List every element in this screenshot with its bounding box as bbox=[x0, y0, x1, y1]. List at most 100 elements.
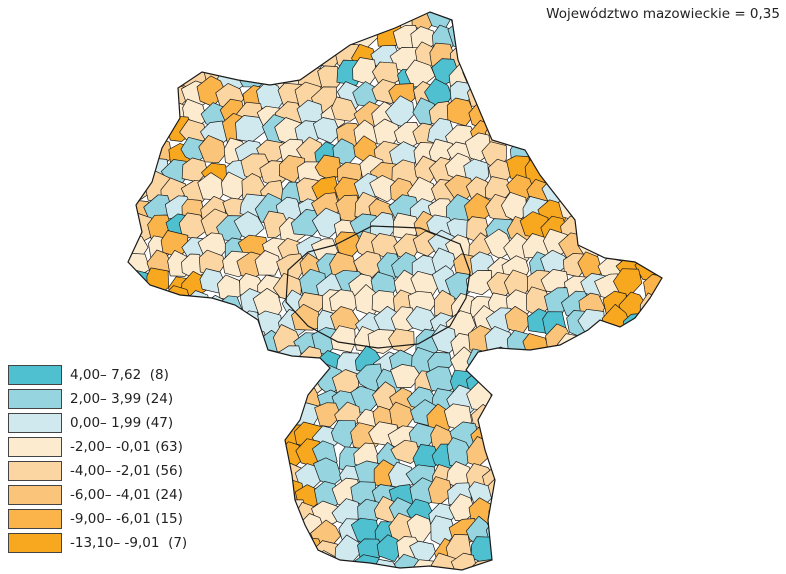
gmina-region bbox=[370, 0, 395, 10]
gmina-region bbox=[584, 461, 610, 487]
gmina-region bbox=[583, 537, 612, 567]
gmina-region bbox=[254, 250, 281, 276]
gmina-region bbox=[200, 426, 226, 453]
gmina-region bbox=[623, 121, 648, 149]
gmina-region bbox=[279, 520, 307, 548]
legend-swatch bbox=[8, 413, 62, 433]
gmina-region bbox=[128, 286, 139, 315]
gmina-region bbox=[142, 0, 169, 11]
gmina-region bbox=[203, 480, 230, 509]
gmina-region bbox=[633, 478, 662, 507]
gmina-region bbox=[272, 20, 305, 48]
gmina-region bbox=[595, 64, 623, 92]
gmina-region bbox=[547, 345, 577, 373]
gmina-region bbox=[621, 538, 649, 566]
gmina-region bbox=[198, 135, 227, 164]
gmina-region bbox=[220, 12, 248, 14]
gmina-region bbox=[486, 372, 517, 398]
legend-item: -2,00– -0,01 (63) bbox=[8, 435, 187, 459]
gmina-region bbox=[234, 464, 263, 490]
gmina-region bbox=[463, 47, 492, 74]
gmina-region bbox=[621, 402, 651, 431]
legend-item: 4,00– 7,62 (8) bbox=[8, 363, 187, 387]
gmina-region bbox=[544, 496, 572, 524]
gmina-region bbox=[636, 194, 662, 219]
gmina-region bbox=[128, 99, 152, 127]
gmina-region bbox=[597, 143, 627, 169]
gmina-region bbox=[543, 65, 572, 93]
gmina-region bbox=[503, 12, 532, 28]
gmina-region bbox=[639, 558, 662, 570]
gmina-region bbox=[500, 404, 532, 431]
gmina-region bbox=[657, 460, 662, 489]
gmina-region bbox=[616, 156, 646, 189]
gmina-region bbox=[564, 141, 591, 170]
gmina-region bbox=[578, 80, 608, 109]
gmina-region bbox=[638, 419, 662, 450]
gmina-region bbox=[545, 104, 572, 132]
gmina-region bbox=[260, 459, 287, 488]
gmina-region bbox=[507, 27, 534, 56]
gmina-region bbox=[463, 23, 494, 53]
gmina-region bbox=[160, 24, 186, 49]
gmina-region bbox=[260, 12, 286, 19]
gmina-region bbox=[579, 348, 609, 377]
gmina-region bbox=[186, 519, 211, 549]
gmina-region bbox=[584, 38, 610, 71]
gmina-region bbox=[524, 61, 553, 89]
gmina-region bbox=[657, 387, 662, 417]
gmina-region bbox=[583, 365, 611, 393]
gmina-region bbox=[564, 20, 594, 48]
gmina-region bbox=[220, 364, 251, 393]
gmina-region bbox=[622, 325, 648, 357]
gmina-region bbox=[241, 517, 268, 548]
gmina-region bbox=[241, 388, 269, 414]
gmina-region bbox=[128, 555, 153, 570]
gmina-region bbox=[491, 0, 516, 11]
gmina-region bbox=[178, 330, 209, 357]
gmina-region bbox=[559, 120, 591, 149]
gmina-region bbox=[504, 500, 533, 527]
gmina-region bbox=[633, 26, 662, 55]
gmina-region bbox=[658, 557, 662, 570]
legend-swatch bbox=[8, 365, 62, 385]
gmina-region bbox=[566, 533, 592, 564]
gmina-region bbox=[620, 422, 645, 449]
gmina-region bbox=[584, 517, 613, 544]
gmina-region bbox=[147, 307, 175, 334]
legend-swatch bbox=[8, 461, 62, 481]
gmina-region bbox=[640, 180, 662, 207]
gmina-region bbox=[128, 162, 152, 187]
gmina-region bbox=[128, 12, 132, 17]
gmina-region bbox=[128, 291, 152, 315]
gmina-region bbox=[313, 12, 343, 17]
legend-swatch bbox=[8, 485, 62, 505]
gmina-region bbox=[658, 310, 662, 338]
legend-label: 4,00– 7,62 (8) bbox=[70, 367, 169, 383]
gmina-region bbox=[162, 12, 189, 34]
gmina-region bbox=[623, 77, 651, 108]
gmina-region bbox=[560, 515, 587, 544]
gmina-region bbox=[583, 387, 612, 413]
gmina-region bbox=[290, 209, 323, 237]
gmina-region bbox=[655, 60, 662, 89]
gmina-region bbox=[655, 41, 662, 69]
gmina-region bbox=[128, 115, 155, 145]
gmina-region bbox=[541, 404, 572, 436]
gmina-region bbox=[562, 421, 591, 449]
gmina-region bbox=[632, 455, 662, 487]
gmina-region bbox=[451, 12, 478, 16]
gmina-region bbox=[539, 424, 569, 452]
gmina-region bbox=[524, 42, 552, 73]
gmina-region bbox=[562, 176, 591, 203]
gmina-region bbox=[145, 103, 175, 132]
gmina-region bbox=[524, 515, 554, 543]
gmina-region bbox=[221, 421, 248, 449]
gmina-region bbox=[237, 480, 266, 508]
legend-label: -4,00– -2,01 (56) bbox=[70, 463, 183, 479]
legend-item: -4,00– -2,01 (56) bbox=[8, 459, 187, 483]
gmina-region bbox=[467, 79, 493, 107]
gmina-region bbox=[218, 557, 245, 570]
gmina-region bbox=[520, 404, 550, 429]
